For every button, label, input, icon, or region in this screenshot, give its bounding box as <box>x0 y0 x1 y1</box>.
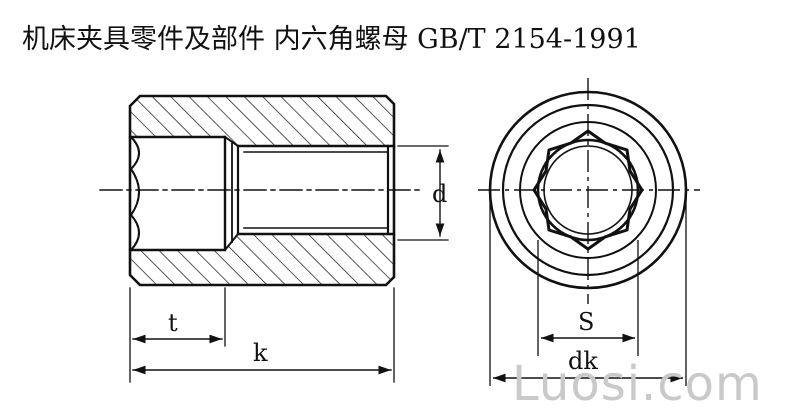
drawing-title: 机床夹具零件及部件 内六角螺母 GB/T 2154-1991 <box>22 24 641 55</box>
socket-lobes <box>129 135 140 252</box>
outer-contour <box>128 94 396 287</box>
hex-socket <box>128 135 227 252</box>
section-view <box>99 94 449 383</box>
label-t: t <box>168 309 178 337</box>
watermark-text: Luosi.com <box>512 356 763 412</box>
end-view <box>478 78 700 386</box>
hatched-walls <box>130 96 394 285</box>
label-dk: dk <box>568 347 598 375</box>
label-d: d <box>432 180 447 208</box>
label-s: S <box>578 308 594 336</box>
label-k: k <box>253 339 268 367</box>
